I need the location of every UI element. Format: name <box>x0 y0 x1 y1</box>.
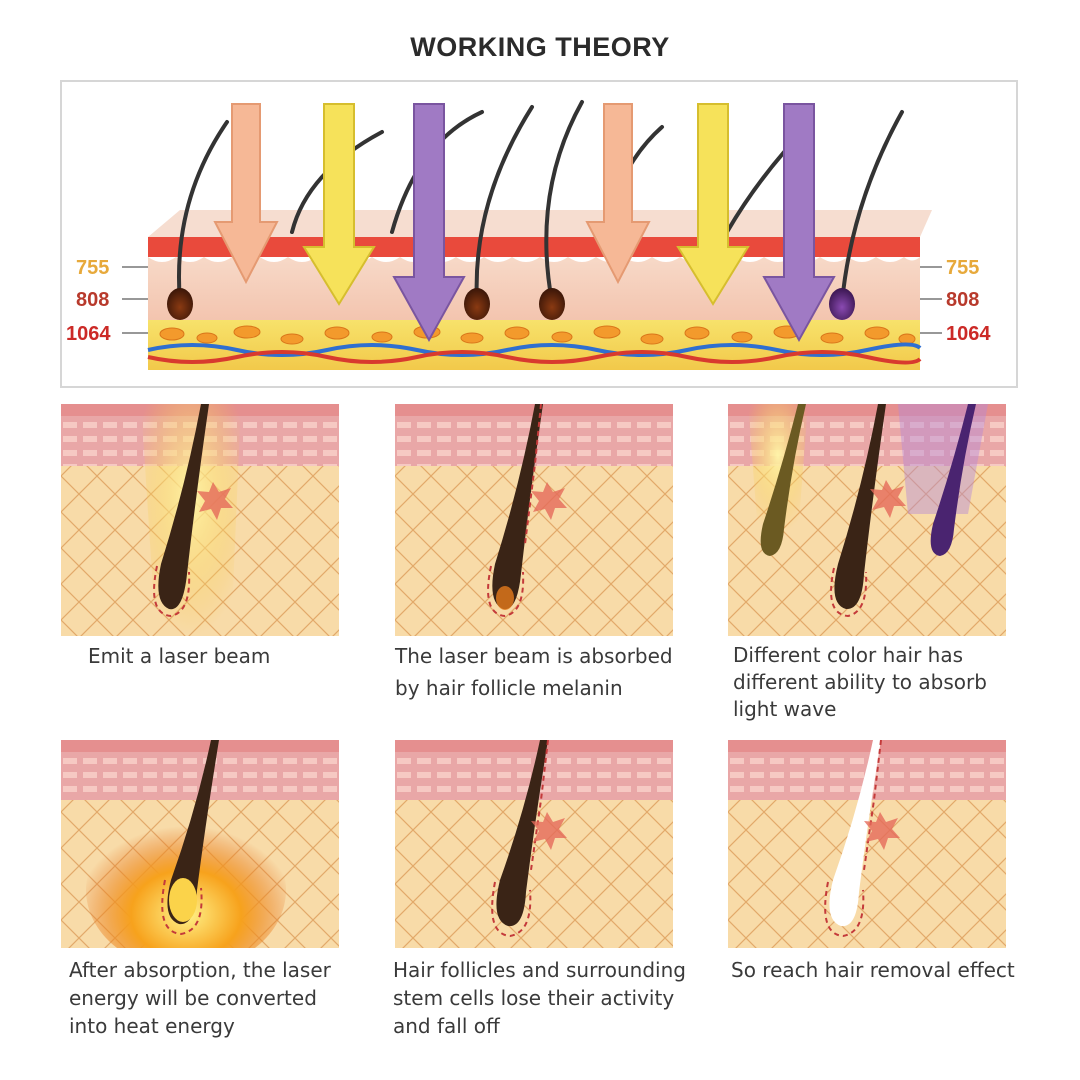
step-panel-inactive <box>395 740 673 972</box>
wavelength-labels-right: 755 808 1064 <box>920 257 991 345</box>
stem-cell-icon <box>531 812 567 850</box>
skin-cross-section-diagram: 755 808 1064 755 808 1064 <box>60 80 1018 388</box>
hair-follicle <box>496 740 548 927</box>
step-panel-removed <box>728 740 1006 972</box>
stem-cell-icon <box>531 482 567 520</box>
beam-808-arrow <box>676 103 750 306</box>
step-caption-inactive: Hair follicles and surrounding stem cell… <box>393 958 686 1038</box>
step-panel-heat <box>61 740 339 972</box>
wavelength-labels-left: 755 808 1064 <box>66 257 148 345</box>
hair-bulbs <box>167 288 855 320</box>
beam-755-arrow <box>213 103 279 285</box>
wavelength-1064-label: 1064 <box>66 323 111 345</box>
step-caption-absorbed: The laser beam is absorbed by hair folli… <box>395 644 673 700</box>
wavelength-808-label: 808 <box>76 289 109 311</box>
step-caption-hair-colors: Different color hair has different abili… <box>733 643 987 721</box>
light-hair <box>760 404 806 556</box>
purple-hair <box>930 404 976 556</box>
stem-cell-icon <box>864 812 900 850</box>
artery <box>147 350 922 365</box>
laser-beams <box>213 103 836 343</box>
page-title: WORKING THEORY <box>410 32 670 62</box>
step-panel-hair-colors <box>728 404 1006 636</box>
stem-cell-icon <box>197 482 233 520</box>
beam-808-arrow <box>302 103 376 306</box>
hair-follicle <box>169 878 197 922</box>
beam-1064-arrow <box>392 103 466 343</box>
wavelength-808-label: 808 <box>946 289 979 311</box>
beam-1064-arrow <box>762 103 836 343</box>
dark-hair <box>834 404 886 610</box>
stem-cell-icon <box>870 480 906 518</box>
wavelength-1064-label: 1064 <box>946 323 991 345</box>
step-caption-emit: Emit a laser beam <box>88 644 271 668</box>
wavelength-755-label: 755 <box>76 257 109 279</box>
empty-follicle <box>829 740 881 927</box>
beam-755-arrow <box>585 103 651 285</box>
step-caption-heat: After absorption, the laser energy will … <box>69 958 331 1038</box>
hair-follicle <box>492 404 543 610</box>
wavelength-755-label: 755 <box>946 257 979 279</box>
hair-follicle <box>158 404 209 610</box>
fat-cells <box>159 325 916 345</box>
step-panel-absorbed <box>395 404 673 636</box>
step-panel-emit <box>61 404 339 636</box>
step-caption-removed: So reach hair removal effect <box>731 958 1015 982</box>
